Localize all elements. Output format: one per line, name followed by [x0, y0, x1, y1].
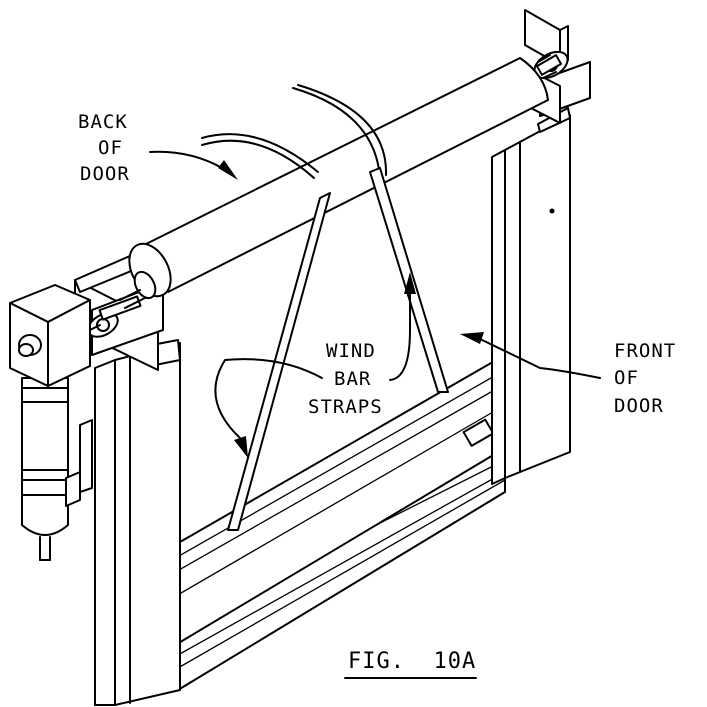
motor — [21, 377, 93, 561]
back-of-door-label-line-1: BACK — [78, 111, 128, 133]
figure-caption: FIG. 10A — [348, 649, 476, 674]
back-of-door-label-line-2: OF — [98, 137, 123, 159]
wind-bar-straps-label-line-2: BAR — [334, 368, 371, 390]
wind-bar-straps-leader-right — [389, 272, 416, 381]
wind-bar-straps-leader-left — [214, 358, 323, 458]
back-of-door-fabric — [201, 84, 388, 179]
back-of-door-label-line-3: DOOR — [80, 163, 130, 185]
bottom-bar-label-plate — [462, 418, 495, 447]
front-of-door-label-line-2: OF — [614, 367, 639, 389]
right-column-bolt — [549, 208, 555, 214]
roller-tube — [119, 54, 557, 309]
gearbox — [9, 284, 101, 387]
back-of-door-leader — [149, 150, 238, 180]
right-side-column — [491, 107, 571, 485]
front-of-door-label-line-1: FRONT — [614, 340, 676, 362]
front-of-door-leader — [460, 332, 601, 379]
wind-bar-straps-label-line-1: WIND — [326, 340, 376, 362]
wind-bar-straps-label-line-3: STRAPS — [308, 396, 383, 418]
left-side-column — [94, 339, 181, 706]
front-of-door-label-line-3: DOOR — [614, 395, 664, 417]
